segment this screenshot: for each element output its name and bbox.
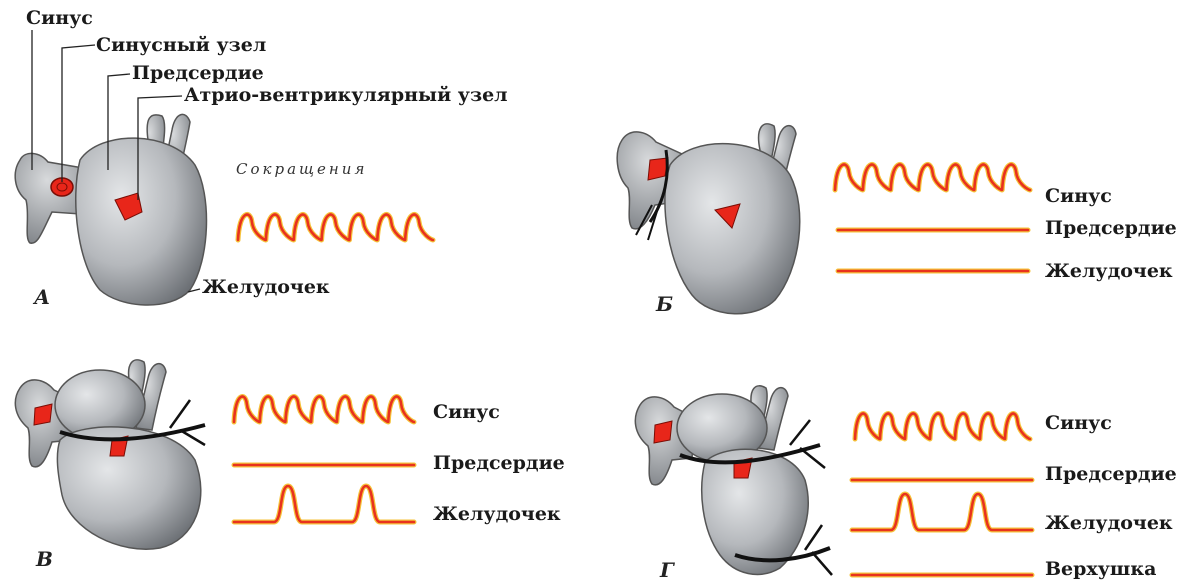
trace-v-ventricle-glow <box>234 486 414 522</box>
panel-letter-v: В <box>36 547 53 571</box>
heart-v <box>15 360 205 549</box>
trace-label-b-2: Желудочек <box>1045 262 1173 281</box>
trace-label-v-1: Предсердие <box>433 454 565 473</box>
trace-label-b-1: Предсердие <box>1045 219 1177 238</box>
label-sinus-a: Синус <box>26 9 93 28</box>
trace-label-v-2: Желудочек <box>433 505 561 524</box>
label-av-node-a: Атрио-вентрикулярный узел <box>184 86 508 105</box>
trace-g-ventricle-glow <box>852 494 1032 530</box>
trace-label-v-0: Синус <box>433 403 500 422</box>
trace-label-g-1: Предсердие <box>1045 465 1177 484</box>
label-contractions-a: Сокращения <box>236 160 367 178</box>
label-sinus-node-a: Синусный узел <box>96 36 266 55</box>
label-atrium-a: Предсердие <box>132 64 264 83</box>
trace-g-ventricle <box>852 494 1032 530</box>
panel-letter-a: А <box>34 285 50 309</box>
trace-v-ventricle <box>234 486 414 522</box>
trace-label-g-3: Верхушка <box>1045 560 1156 579</box>
panel-letter-g: Г <box>660 558 674 582</box>
panel-letter-b: Б <box>656 292 673 316</box>
trace-label-g-2: Желудочек <box>1045 514 1173 533</box>
trace-label-g-0: Синус <box>1045 414 1112 433</box>
label-ventricle-a: Желудочек <box>202 278 330 297</box>
trace-label-b-0: Синус <box>1045 187 1112 206</box>
heart-g <box>635 386 832 575</box>
heart-b <box>617 124 800 314</box>
